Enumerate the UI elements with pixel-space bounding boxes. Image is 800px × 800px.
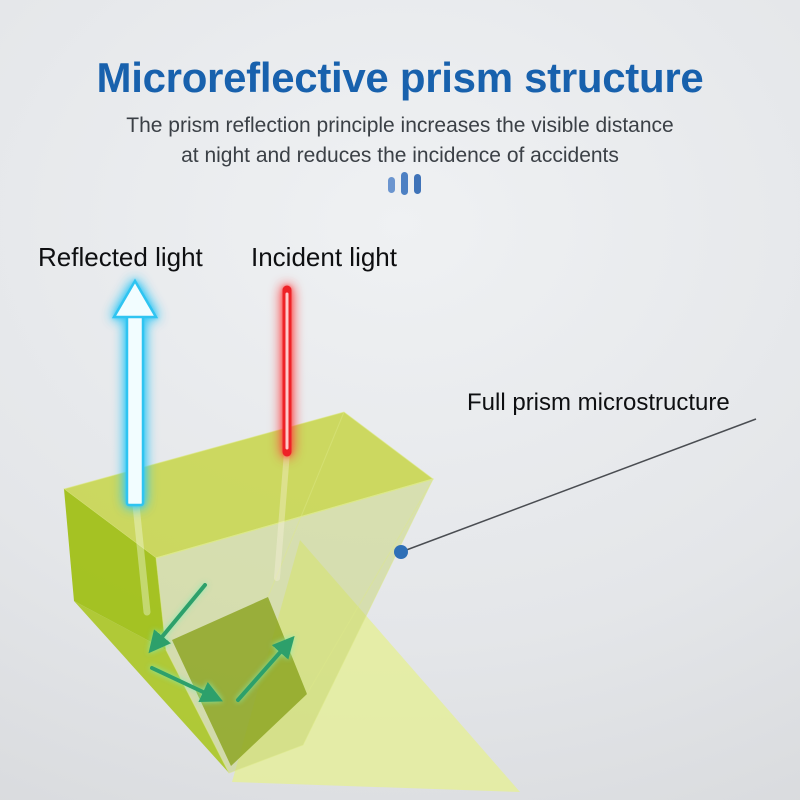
prism-left-face [64,489,166,650]
callout-dot-icon [394,545,408,559]
divider-bar-icon [388,177,395,193]
prism-edge [267,411,345,598]
bounce-path [148,583,295,702]
light-beam [232,540,520,792]
divider-dots-icon [388,172,421,195]
reflected-arrow-shaft [125,313,145,507]
full-prism-label: Full prism microstructure [467,389,730,416]
internal-incident-ray [274,449,290,581]
callout-line [400,418,757,553]
bounce-arrow-down-left-icon [148,583,207,654]
prism-edge [306,478,434,695]
reflected-arrow-head [111,278,159,319]
reflected-light-arrow-icon [111,278,159,507]
prism-edge [155,478,434,559]
incident-light-label: Incident light [251,242,397,272]
page-title: Microreflective prism structure [96,54,704,102]
divider-bar-icon [414,174,421,194]
divider-bar-icon [401,172,408,195]
subtitle-line-2: at night and reduces the incidence of ac… [181,144,619,167]
internal-reflected-ray [132,501,151,616]
reflected-light-label: Reflected light [38,242,203,272]
bounce-arrow-up-right-icon [236,635,295,702]
bounce-arrow-right-icon [150,666,223,702]
prism-bottom-band [74,601,229,773]
subtitle-line-1: The prism reflection principle increases… [126,114,674,137]
